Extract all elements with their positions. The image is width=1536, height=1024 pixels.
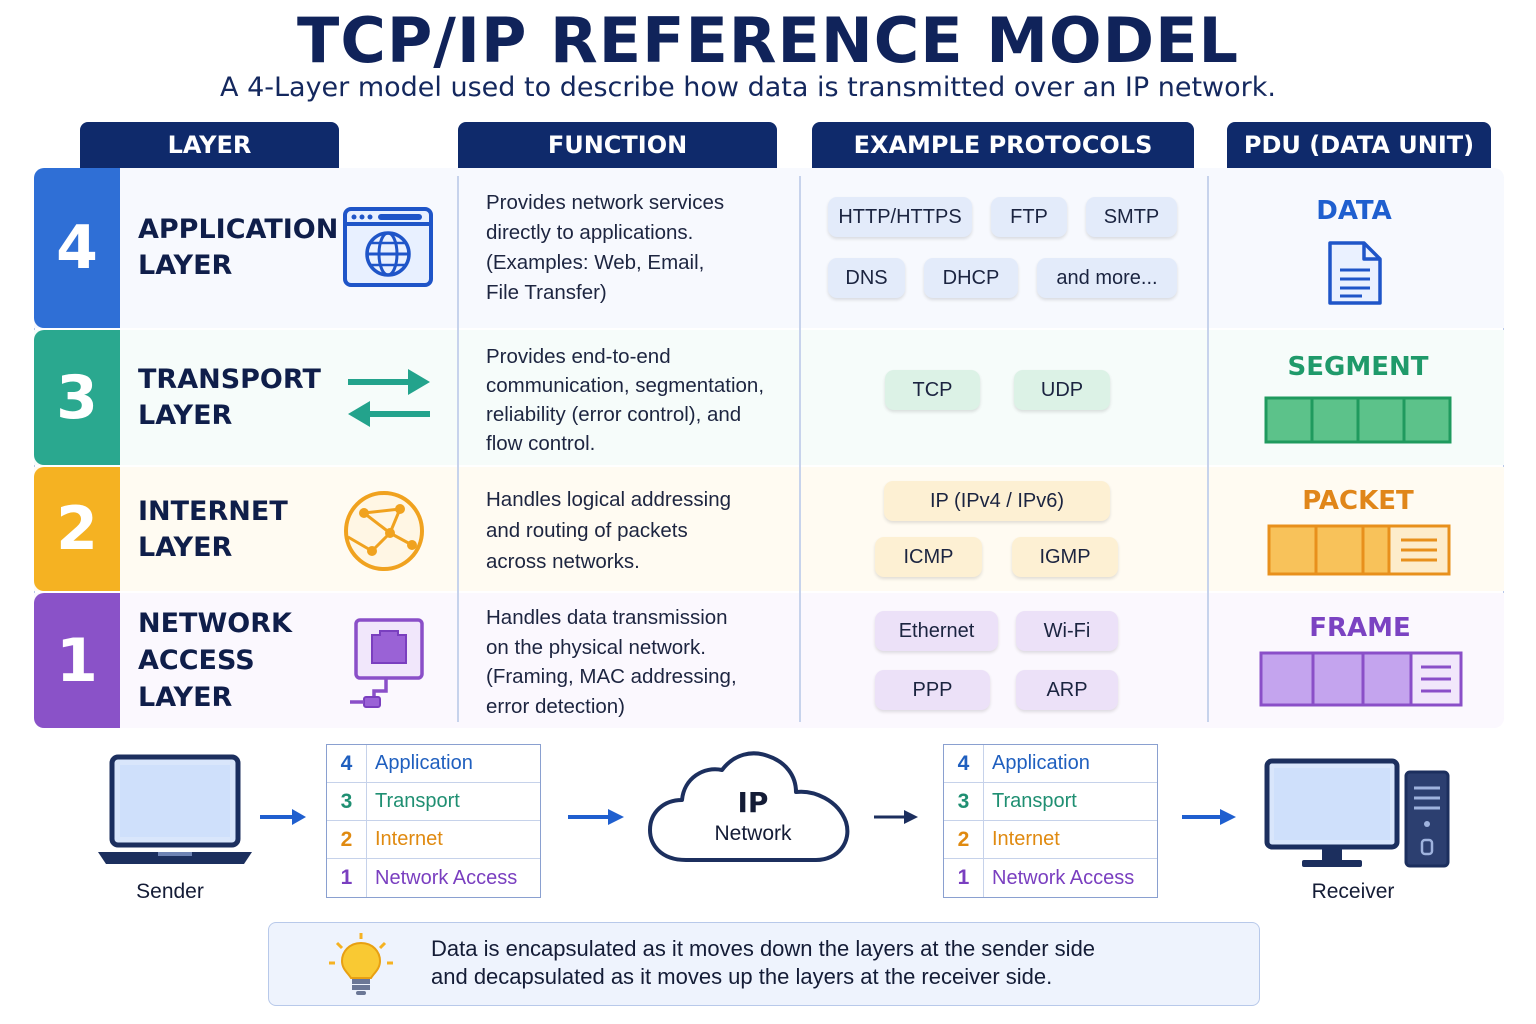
layer-number: 2 [34, 467, 120, 591]
protocol-pill: SMTP [1086, 197, 1177, 237]
layer-number: 4 [34, 168, 120, 328]
page-title: TCP/IP REFERENCE MODEL [297, 4, 1239, 77]
sender-label: Sender [136, 880, 204, 903]
layer-number: 3 [34, 330, 120, 465]
protocol-pill: and more... [1037, 258, 1177, 298]
column-divider [457, 176, 459, 722]
protocol-pill: TCP [885, 370, 980, 410]
pdu-label: PACKET [1302, 486, 1414, 516]
protocol-pill: DHCP [924, 258, 1018, 298]
encapsulation-note: Data is encapsulated as it moves down th… [268, 922, 1260, 1006]
protocol-pill: UDP [1014, 370, 1110, 410]
lightbulb-icon [327, 931, 395, 1004]
protocol-pill: HTTP/HTTPS [828, 197, 972, 237]
protocol-pill: PPP [875, 670, 990, 710]
packet-blocks-icon [1267, 524, 1451, 581]
arrow-right-icon [566, 806, 626, 833]
pdu-label: FRAME [1309, 613, 1411, 643]
protocol-pill: IGMP [1012, 537, 1118, 577]
ethernet-port-icon [346, 617, 426, 718]
document-icon [1326, 240, 1384, 311]
cloud-title: IP [737, 786, 769, 819]
protocol-pill: ICMP [875, 537, 982, 577]
laptop-icon [96, 754, 254, 875]
note-text: Data is encapsulated as it moves down th… [431, 936, 1096, 989]
arrow-right-icon [1180, 806, 1238, 833]
column-header-layer: LAYER [80, 122, 339, 168]
column-header-protocols: EXAMPLE PROTOCOLS [812, 122, 1194, 168]
arrow-right-icon [258, 806, 308, 833]
cloud-subtitle: Network [714, 822, 792, 845]
desktop-computer-icon [1264, 758, 1450, 875]
receiver-label: Receiver [1311, 880, 1395, 903]
cloud-icon [646, 748, 854, 871]
protocol-pill: IP (IPv4 / IPv6) [884, 481, 1110, 521]
browser-globe-icon [342, 206, 434, 293]
pdu-label: SEGMENT [1287, 352, 1429, 382]
network-globe-icon [342, 489, 426, 578]
protocol-pill: Wi-Fi [1016, 611, 1118, 651]
column-header-pdu: PDU (DATA UNIT) [1227, 122, 1491, 168]
protocol-pill: Ethernet [875, 611, 998, 651]
column-divider [799, 176, 801, 722]
bidirectional-arrows-icon [346, 366, 432, 435]
protocol-pill: FTP [991, 197, 1067, 237]
column-header-function: FUNCTION [458, 122, 777, 168]
protocol-pill: DNS [828, 258, 905, 298]
protocol-pill: ARP [1016, 670, 1118, 710]
column-divider [1207, 176, 1209, 722]
layer-function: Handles logical addressing and routing o… [486, 488, 732, 573]
layer-number: 1 [34, 593, 120, 728]
frame-blocks-icon [1259, 651, 1463, 712]
segment-blocks-icon [1264, 396, 1452, 449]
pdu-label: DATA [1316, 196, 1392, 226]
arrow-right-icon [872, 806, 920, 833]
page-subtitle: A 4-Layer model used to describe how dat… [220, 72, 1276, 103]
